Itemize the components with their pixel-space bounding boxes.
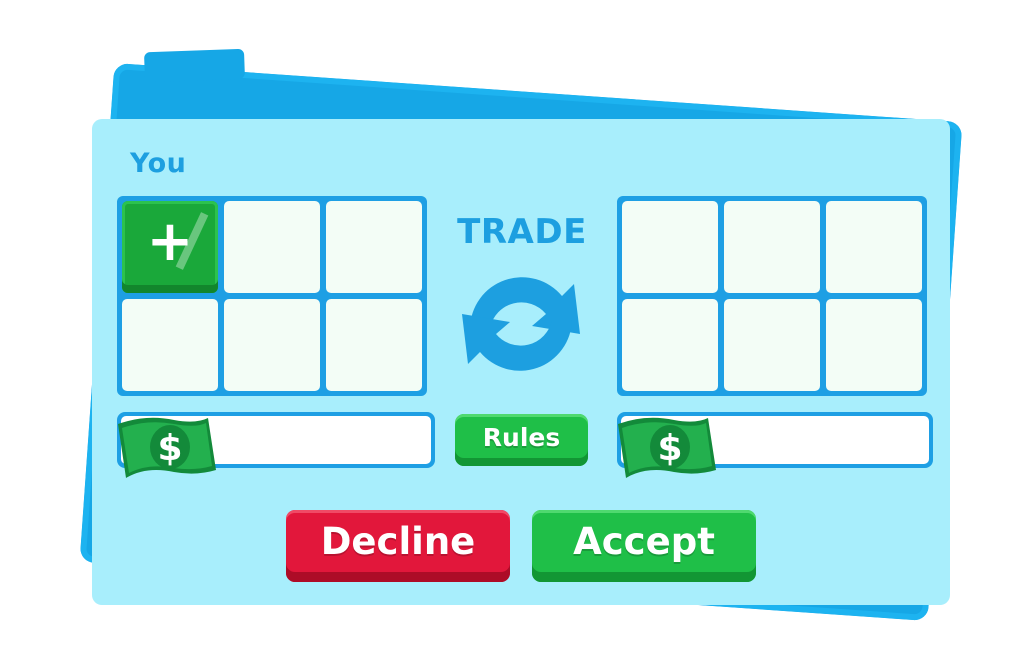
- refresh-arrows-icon: [462, 277, 580, 371]
- your-item-slot[interactable]: [224, 201, 320, 293]
- partner-item-slot: [826, 201, 922, 293]
- partner-item-slot: [622, 201, 718, 293]
- partner-item-slot: [724, 299, 820, 391]
- decline-button[interactable]: Decline: [286, 510, 510, 582]
- currency-symbol: $: [657, 428, 682, 469]
- your-item-slot[interactable]: [326, 299, 422, 391]
- your-item-slot[interactable]: [224, 299, 320, 391]
- add-item-button[interactable]: +: [122, 201, 218, 293]
- currency-symbol: $: [157, 428, 182, 469]
- trade-title: TRADE: [457, 212, 587, 252]
- your-item-slot[interactable]: [122, 299, 218, 391]
- dollar-bill-icon: $: [618, 417, 716, 478]
- partner-item-slot: [622, 299, 718, 391]
- dollar-bill-icon: $: [118, 417, 216, 478]
- rules-button[interactable]: Rules: [455, 414, 588, 466]
- accept-button[interactable]: Accept: [532, 510, 756, 582]
- partner-item-slot: [826, 299, 922, 391]
- plus-icon: +: [146, 209, 194, 274]
- partner-item-slot: [724, 201, 820, 293]
- your-item-slot[interactable]: [326, 201, 422, 293]
- your-item-grid: +: [117, 196, 427, 396]
- you-label: You: [130, 148, 187, 179]
- partner-item-grid: [617, 196, 927, 396]
